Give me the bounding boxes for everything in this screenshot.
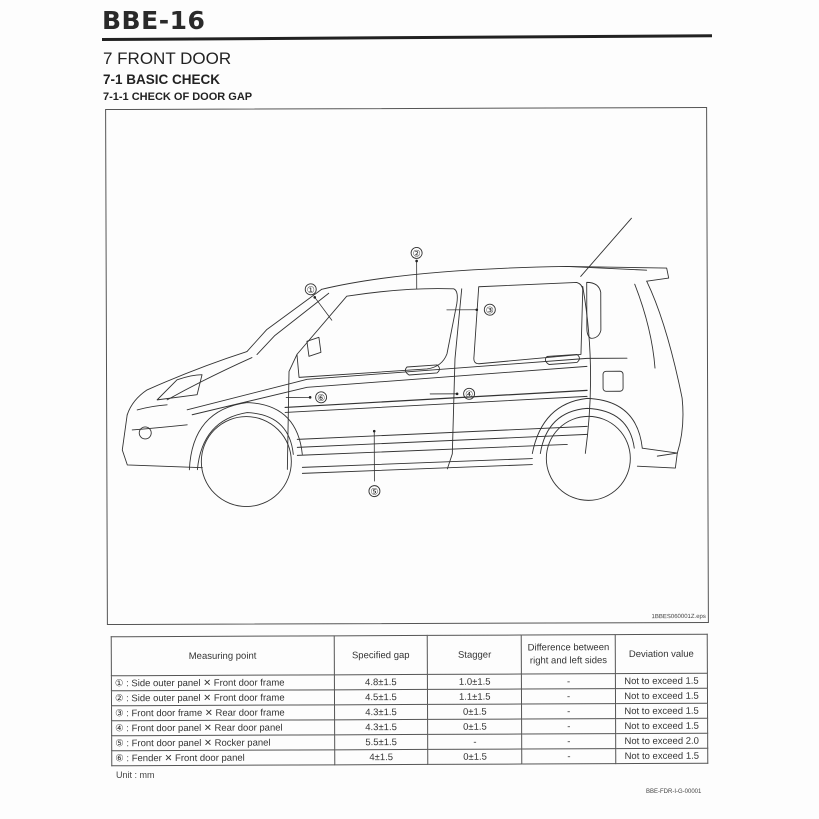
callout-1-marker	[304, 283, 317, 296]
callout-6-label: ⑥	[317, 393, 325, 403]
stagger: 0±1.5	[427, 704, 522, 720]
callout-4-label: ④	[465, 389, 473, 399]
car-side-view-illustration: ① ② ③ ④ ⑤ ⑥	[121, 217, 684, 508]
col-header-measuring-point: Measuring point	[111, 635, 334, 676]
measuring-point: ② : Side outer panel ✕ Front door frame	[111, 689, 335, 706]
subsection-title: 7-1 BASIC CHECK	[103, 72, 221, 87]
specified-gap: 4.5±1.5	[333, 689, 428, 705]
section-title: 7 FRONT DOOR	[103, 49, 232, 68]
specified-gap: 5.5±1.5	[334, 734, 429, 750]
car-side-view-figure: ① ② ③ ④ ⑤ ⑥ 1BBE	[105, 106, 709, 626]
table-header-row: Measuring point Specified gap Stagger Di…	[111, 634, 708, 676]
callout-2-label: ②	[413, 248, 421, 258]
document-code: BBE-FDR-I-G-00001	[646, 789, 702, 795]
stagger: 1.0±1.5	[427, 674, 522, 690]
difference: -	[521, 718, 616, 735]
callout-5-label: ⑤	[370, 487, 378, 497]
col-header-deviation: Deviation value	[615, 634, 708, 674]
deviation: Not to exceed 2.0	[615, 733, 708, 749]
difference: -	[521, 673, 616, 690]
header-rule	[101, 34, 712, 41]
measuring-point: ④ : Front door panel ✕ Rear door panel	[111, 719, 335, 736]
table-row: ⑥ : Fender ✕ Front door panel 4±1.5 0±1.…	[111, 748, 708, 766]
specified-gap: 4.3±1.5	[334, 719, 429, 735]
subsubsection-title: 7-1-1 CHECK OF DOOR GAP	[103, 91, 253, 103]
measuring-point: ③ : Front door frame ✕ Rear door frame	[111, 704, 335, 721]
difference: -	[521, 748, 616, 765]
deviation: Not to exceed 1.5	[615, 748, 708, 764]
callout-3-label: ③	[486, 305, 494, 315]
unit-note: Unit : mm	[116, 770, 155, 780]
deviation: Not to exceed 1.5	[615, 673, 708, 689]
specified-gap: 4.3±1.5	[334, 704, 428, 720]
specified-gap: 4±1.5	[334, 749, 429, 765]
col-header-difference: Difference between right and left sides	[521, 634, 616, 675]
col-header-stagger: Stagger	[427, 635, 522, 675]
deviation: Not to exceed 1.5	[615, 688, 708, 704]
figure-id: 1BBES060001Z.eps	[651, 613, 706, 621]
deviation: Not to exceed 1.5	[615, 703, 708, 719]
measuring-point: ⑤ : Front door panel ✕ Rocker panel	[111, 734, 335, 751]
stagger: -	[428, 734, 522, 750]
stagger: 0±1.5	[428, 749, 522, 765]
callout-1-label: ①	[307, 285, 315, 295]
door-gap-spec-table: Measuring point Specified gap Stagger Di…	[111, 634, 709, 767]
stagger: 1.1±1.5	[427, 689, 522, 705]
difference: -	[521, 733, 616, 750]
stagger: 0±1.5	[427, 719, 522, 735]
measuring-point: ① : Side outer panel ✕ Front door frame	[111, 674, 334, 691]
difference: -	[521, 703, 616, 720]
deviation: Not to exceed 1.5	[615, 718, 708, 734]
difference: -	[521, 688, 616, 705]
measuring-point: ⑥ : Fender ✕ Front door panel	[111, 749, 335, 766]
page-number: BBE-16	[102, 6, 206, 35]
col-header-specified-gap: Specified gap	[333, 635, 428, 675]
specified-gap: 4.8±1.5	[333, 674, 428, 690]
